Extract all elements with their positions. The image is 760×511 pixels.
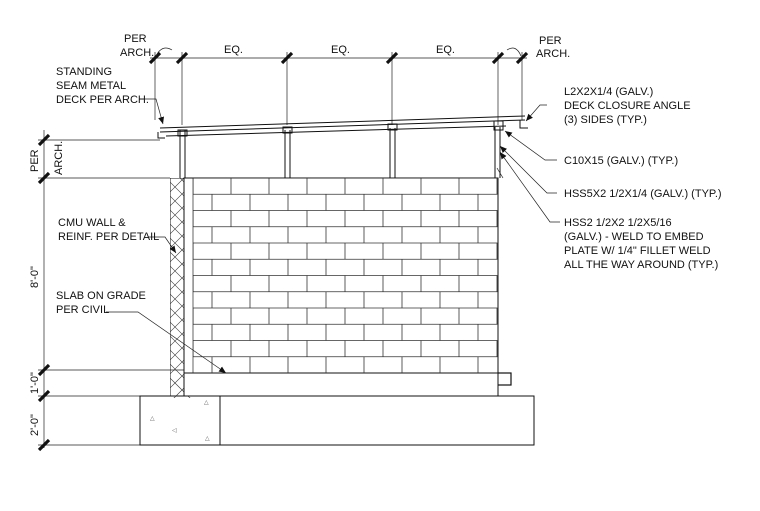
dim-wall-height: 8'-0" xyxy=(29,266,41,288)
note-hss-base: HSS2 1/2X2 1/2X5/16 (GALV.) - WELD TO EM… xyxy=(564,217,718,271)
leader-lines xyxy=(106,98,560,374)
roof-deck xyxy=(157,115,528,139)
note-angle-line3: (3) SIDES (TYP.) xyxy=(564,114,647,126)
svg-text:△: △ xyxy=(204,400,209,406)
top-dimension-string: PER ARCH. EQ. EQ. EQ. PER ARCH. xyxy=(120,33,570,125)
dim-left-top-arch: ARCH. xyxy=(53,141,65,175)
dim-left-arch: ARCH. xyxy=(120,47,154,59)
note-channel: C10X15 (GALV.) (TYP.) xyxy=(564,155,678,167)
dim-eq-1: EQ. xyxy=(224,44,243,56)
dim-slab-height: 1'-0" xyxy=(29,372,41,394)
note-slab-line1: SLAB ON GRADE xyxy=(56,290,146,302)
hss-post-2 xyxy=(284,130,291,178)
note-angle: L2X2X1/4 (GALV.) DECK CLOSURE ANGLE (3) … xyxy=(564,86,691,126)
left-dimension-string: PER ARCH. 8'-0" 1'-0" 2'-0" xyxy=(29,130,185,452)
dim-eq-3: EQ. xyxy=(436,44,455,56)
dim-right-arch: ARCH. xyxy=(536,48,570,60)
note-deck-line1: STANDING xyxy=(56,66,112,78)
note-deck: STANDING SEAM METAL DECK PER ARCH. xyxy=(56,66,149,106)
note-deck-line2: SEAM METAL xyxy=(56,80,126,92)
svg-text:◁: ◁ xyxy=(172,428,177,434)
note-cmu-line1: CMU WALL & xyxy=(58,217,126,229)
hss-post-3 xyxy=(389,128,396,178)
hss-post-1 xyxy=(179,130,186,178)
note-slab: SLAB ON GRADE PER CIVIL xyxy=(56,290,146,316)
note-angle-line1: L2X2X1/4 (GALV.) xyxy=(564,86,653,98)
hss-post-4 xyxy=(494,127,501,178)
note-hss-base-line3: PLATE W/ 1/4" FILLET WELD xyxy=(564,245,711,257)
note-angle-line2: DECK CLOSURE ANGLE xyxy=(564,100,691,112)
note-hss-base-line4: ALL THE WAY AROUND (TYP.) xyxy=(564,259,718,271)
svg-text:△: △ xyxy=(150,416,155,422)
dim-eq-2: EQ. xyxy=(331,44,350,56)
cmu-wall xyxy=(183,177,499,397)
note-hss-post: HSS5X2 1/2X1/4 (GALV.) (TYP.) xyxy=(564,188,722,200)
note-cmu-line2: REINF. PER DETAIL xyxy=(58,231,159,243)
note-slab-line2: PER CIVIL xyxy=(56,304,109,316)
dim-left-per: PER xyxy=(124,33,147,45)
note-hss-base-line1: HSS2 1/2X2 1/2X5/16 xyxy=(564,217,672,229)
footing: △ ◁ △ △ xyxy=(139,395,535,446)
note-cmu: CMU WALL & REINF. PER DETAIL xyxy=(58,217,159,243)
note-hss-base-line2: (GALV.) - WELD TO EMBED xyxy=(564,231,704,243)
dim-right-per: PER xyxy=(539,35,562,47)
dim-footing-height: 2'-0" xyxy=(29,414,41,436)
note-deck-line3: DECK PER ARCH. xyxy=(56,94,149,106)
dim-left-top-per: PER xyxy=(29,149,41,172)
svg-text:△: △ xyxy=(205,436,210,442)
